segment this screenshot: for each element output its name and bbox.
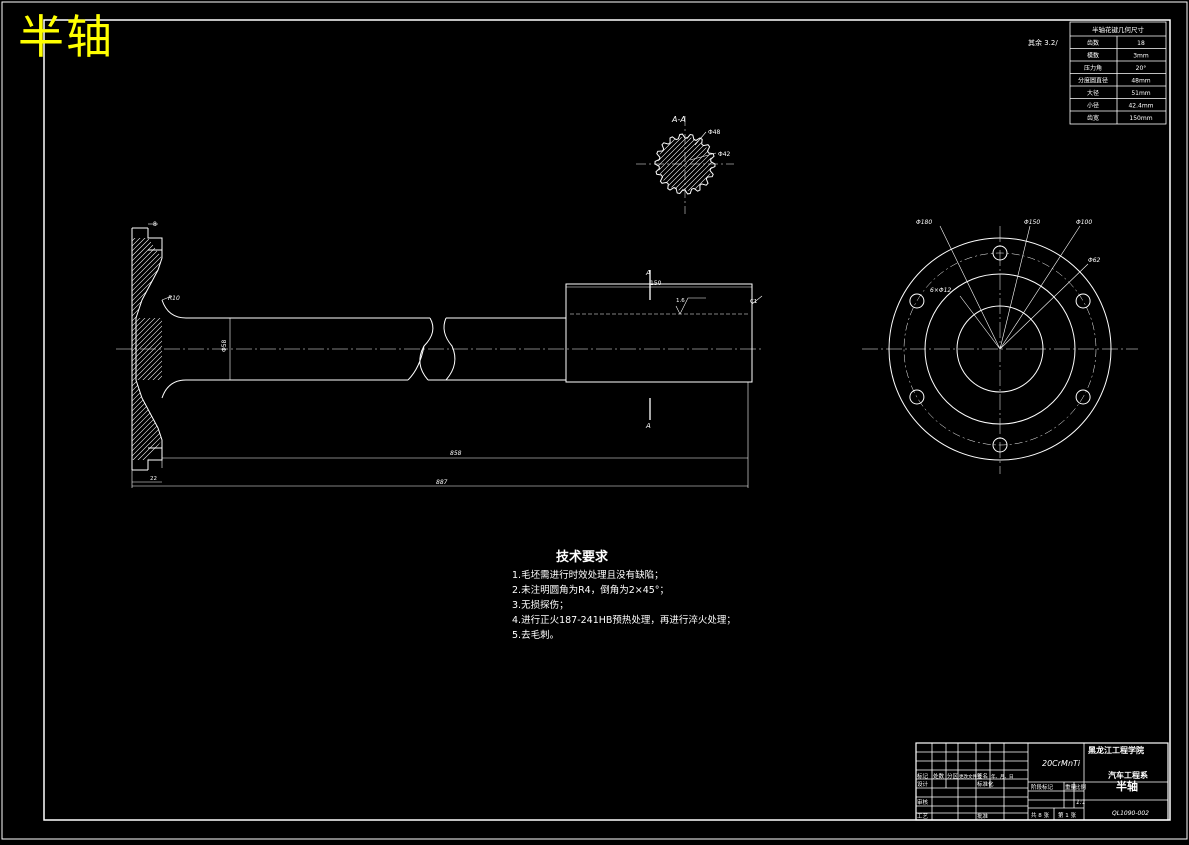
- sheet-number: 第 1 张: [1058, 811, 1076, 819]
- date-label: 年、月、日: [991, 773, 1014, 780]
- drawing-title: 半轴: [18, 10, 114, 64]
- tech-requirement-item: 5.去毛刺。: [512, 630, 560, 641]
- drawing-number: QL1090-002: [1112, 810, 1149, 817]
- spline-table-value: 18: [1137, 40, 1145, 47]
- shaft-diameter-dim: Φ58: [221, 339, 228, 352]
- fillet-dim: R10: [168, 295, 180, 302]
- inner-length-dim: 858: [450, 450, 462, 457]
- spline-table-value: 150mm: [1129, 115, 1152, 122]
- end-chamfer-dim: C1: [750, 299, 757, 305]
- spline-table-param: 齿数: [1087, 39, 1099, 47]
- ratio-label: 比例: [1075, 783, 1087, 791]
- flange-offset-dim: 22: [150, 476, 157, 482]
- sign-label: 签名: [977, 772, 988, 780]
- tech-requirement-item: 3.无损探伤；: [512, 600, 569, 611]
- spline-table-param: 分度圆直径: [1078, 77, 1108, 85]
- spline-table-value: 42.4mm: [1128, 103, 1153, 110]
- tech-requirement-item: 4.进行正火187-241HB预热处理，再进行淬火处理；: [512, 615, 736, 626]
- bolt-hole: [992, 437, 1008, 453]
- spline-table: [1069, 21, 1167, 125]
- spline-table-param: 压力角: [1084, 64, 1102, 72]
- stage-mark-label: 阶段标记: [1031, 783, 1054, 791]
- section-mark-top: A: [645, 269, 651, 277]
- drawing-border: [43, 19, 1171, 821]
- count-label: 处数: [933, 772, 945, 780]
- bolt-hole: [909, 389, 925, 405]
- spline-table-value: 51mm: [1131, 90, 1150, 97]
- sheets-total: 共 8 张: [1031, 811, 1049, 819]
- part-name: 半轴: [1116, 779, 1138, 793]
- change-doc-label: 更改文件号: [959, 773, 982, 780]
- flange-end-view: [862, 225, 1138, 474]
- bolt-hole: [909, 293, 925, 309]
- spline-table-value: 48mm: [1131, 78, 1150, 85]
- section-dim-inner: Φ42: [718, 151, 731, 158]
- section-label: A-A: [671, 115, 686, 124]
- total-length-dim: 887: [436, 479, 448, 486]
- mark-label: 标记: [917, 772, 929, 780]
- tech-requirement-item: 1.毛坯需进行时效处理且没有缺陷；: [512, 570, 664, 581]
- tech-requirement-item: 2.未注明圆角为R4，倒角为2×45°；: [512, 585, 670, 596]
- spline-table-value: 3mm: [1133, 53, 1149, 60]
- title-block: [915, 742, 1169, 821]
- spline-table-param: 大径: [1087, 89, 1099, 97]
- flange-dim-d1: Φ180: [916, 219, 932, 226]
- scale: 1:1: [1076, 799, 1086, 806]
- section-dim-outer: Φ48: [708, 129, 721, 136]
- section-view: [636, 116, 734, 214]
- school-name: 黑龙江工程学院: [1088, 745, 1144, 755]
- bolt-hole: [1075, 293, 1091, 309]
- spline-table-param: 小径: [1087, 102, 1099, 110]
- department: 汽车工程系: [1108, 770, 1148, 780]
- tech-requirements-title: 技术要求: [556, 550, 609, 565]
- material: 20CrMnTi: [1042, 759, 1081, 768]
- bolt-hole: [1075, 389, 1091, 405]
- spline-table-header: 半轴花键几何尺寸: [1092, 25, 1145, 34]
- zone-label: 分区: [947, 772, 959, 780]
- weight-label: 重量: [1065, 783, 1077, 791]
- design-label: 设计: [917, 780, 929, 788]
- bolt-hole: [992, 245, 1008, 261]
- approve-label: 批准: [977, 812, 989, 820]
- spline-table-value: 20°: [1136, 65, 1147, 72]
- flange-thickness-dim: 8: [153, 221, 157, 228]
- spline-table-param: 模数: [1087, 52, 1099, 60]
- flange-dim-d3: Φ100: [1076, 219, 1092, 226]
- process-label: 工艺: [917, 813, 929, 820]
- spline-table-param: 齿宽: [1087, 114, 1099, 122]
- spline-table-rows: 齿数 18 模数 3mm 压力角 20° 分度圆直径 48mm 大径 51mm 小径 42.4mm 齿宽…: [1078, 39, 1154, 122]
- roughness-value: 1.6: [676, 298, 685, 304]
- flange-dim-d4: Φ62: [1088, 257, 1101, 264]
- shaft-view: [116, 223, 763, 488]
- section-mark-bottom: A: [645, 422, 651, 430]
- review-label: 审核: [917, 798, 929, 806]
- flange-dim-d2: Φ150: [1024, 219, 1040, 226]
- spline-length-dim: 150: [650, 280, 662, 287]
- roughness-note: 其余 3.2/: [1028, 38, 1058, 47]
- flange-holes-dim: 6×Φ12: [930, 287, 951, 294]
- std-label: 标准化: [977, 780, 994, 788]
